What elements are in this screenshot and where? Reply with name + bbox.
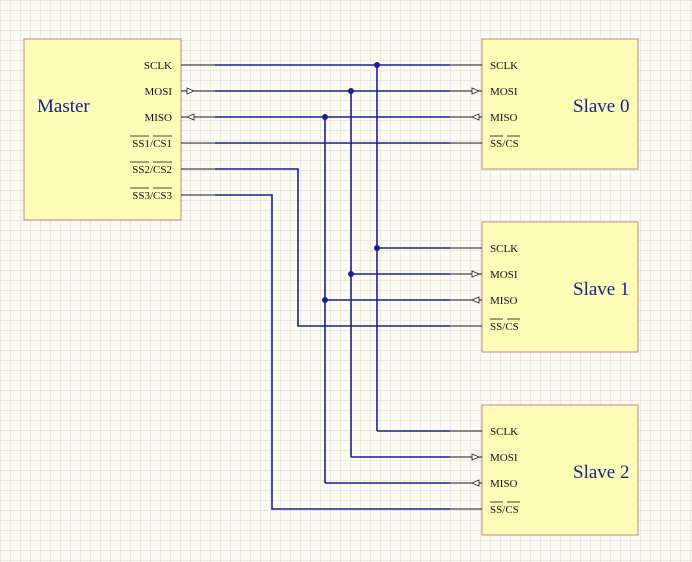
miso-output-arrow-icon xyxy=(470,479,480,487)
slave-0-pin-sclk: SCLK xyxy=(490,60,518,72)
pin-arrows xyxy=(185,87,481,487)
slave-1-block xyxy=(481,221,639,353)
junction-dot xyxy=(322,114,328,120)
mosi-input-arrow-icon xyxy=(471,453,481,461)
wire-ss3 xyxy=(215,194,450,510)
junctions xyxy=(322,62,380,303)
master-pin-sclk: SCLK xyxy=(144,60,172,72)
wire-ss2 xyxy=(215,168,450,327)
pin-stubs xyxy=(181,64,482,510)
miso-output-arrow-icon xyxy=(470,296,480,304)
slave-1-pin-ss: SS/CS xyxy=(490,321,519,333)
junction-dot xyxy=(374,245,380,251)
slave-2-title: Slave 2 xyxy=(573,462,629,483)
master-pin-ss3: SS3/CS3 xyxy=(132,190,172,202)
slave-2-pin-sclk: SCLK xyxy=(490,426,518,438)
mosi-output-arrow-icon xyxy=(186,87,196,95)
slave-0-title: Slave 0 xyxy=(573,96,629,117)
master-pin-ss2: SS2/CS2 xyxy=(132,164,172,176)
wires xyxy=(215,64,450,510)
junction-dot xyxy=(348,88,354,94)
junction-dot xyxy=(374,62,380,68)
slave-0-block xyxy=(481,38,639,170)
slave-1-pin-mosi: MOSI xyxy=(490,269,518,281)
slave-2-block xyxy=(481,404,639,536)
slave-0-pin-ss: SS/CS xyxy=(490,138,519,150)
slave-0-pin-mosi: MOSI xyxy=(490,86,518,98)
junction-dot xyxy=(348,271,354,277)
miso-input-arrow-icon xyxy=(185,113,195,121)
master-pin-mosi: MOSI xyxy=(144,86,172,98)
slave-0-pin-miso: MISO xyxy=(490,112,518,124)
slave-2-pin-miso: MISO xyxy=(490,478,518,490)
slave-2-pin-ss: SS/CS xyxy=(490,504,519,516)
slave-1-pin-miso: MISO xyxy=(490,295,518,307)
master-title: Master xyxy=(37,96,90,117)
mosi-input-arrow-icon xyxy=(471,270,481,278)
slave-2-pin-mosi: MOSI xyxy=(490,452,518,464)
master-pin-miso: MISO xyxy=(144,112,172,124)
slave-1-pin-sclk: SCLK xyxy=(490,243,518,255)
master-block xyxy=(23,38,182,221)
master-pin-ss1: SS1/CS1 xyxy=(132,138,172,150)
slave-1-title: Slave 1 xyxy=(573,279,629,300)
junction-dot xyxy=(322,297,328,303)
mosi-input-arrow-icon xyxy=(471,87,481,95)
miso-output-arrow-icon xyxy=(470,113,480,121)
